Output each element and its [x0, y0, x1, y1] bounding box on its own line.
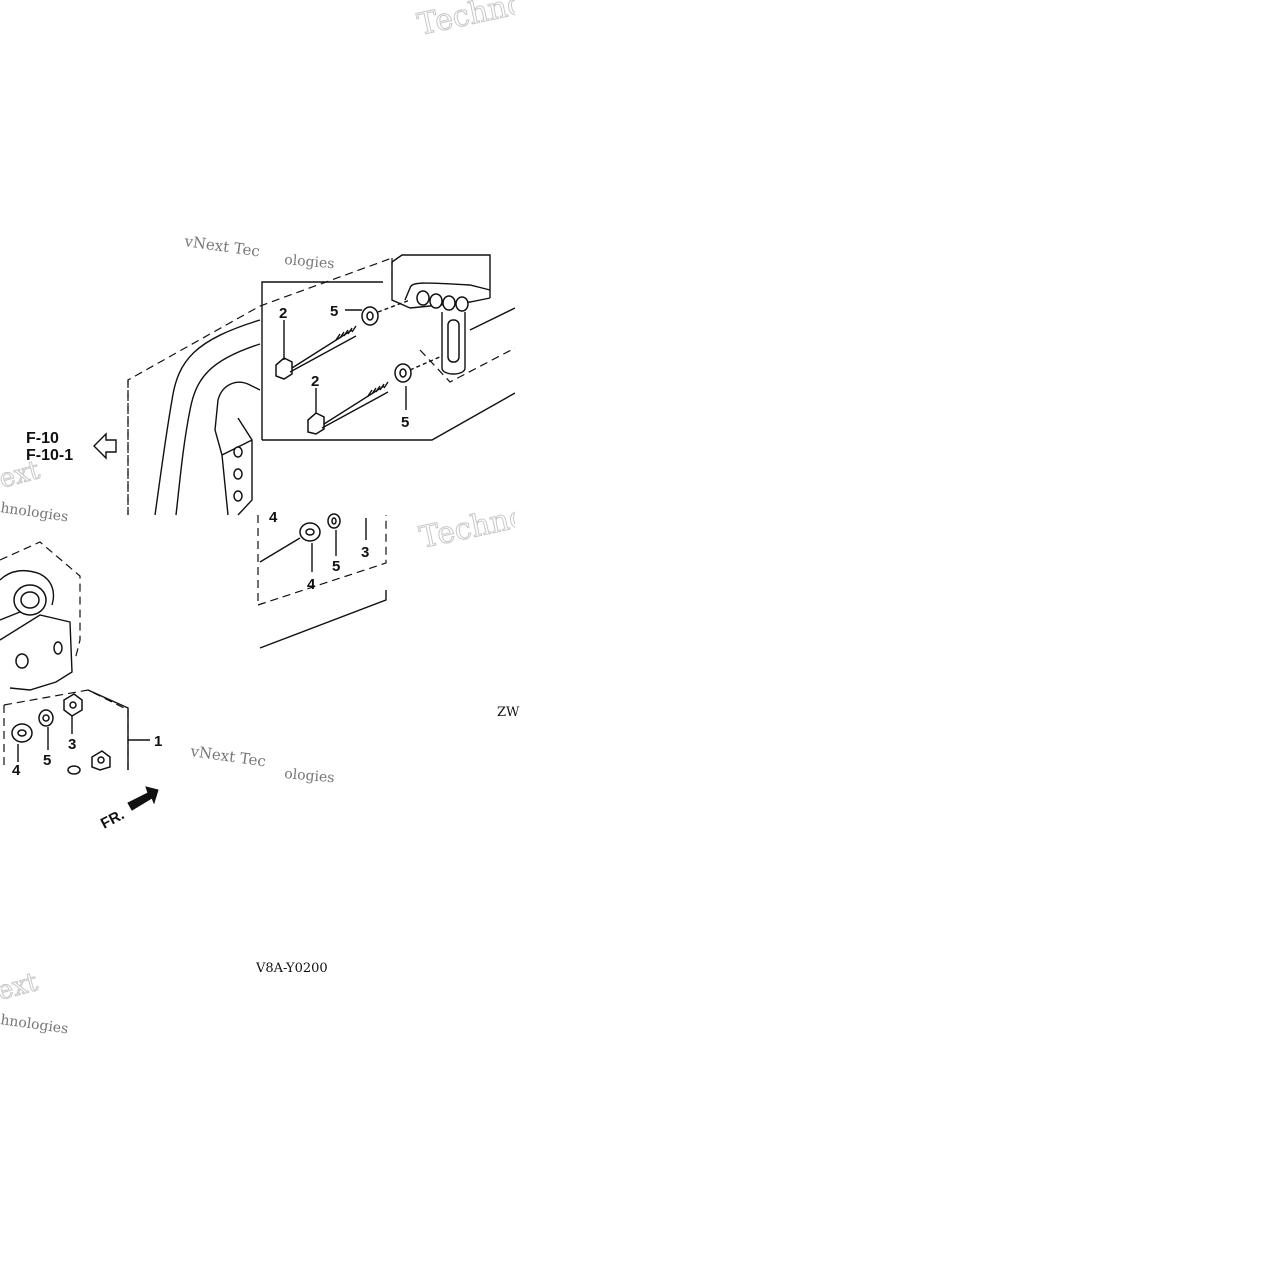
watermark-text: Techno: [416, 499, 530, 556]
swivel-case: [391, 254, 516, 383]
drawing-code-bottom: V8A-Y0200: [255, 961, 328, 976]
drawing-code-right: ZW: [497, 705, 520, 720]
part-number: 5: [401, 414, 409, 431]
watermark-text: ologies: [284, 766, 335, 786]
watermark-layer: Techno vNext Tec ologies ext hnologies T…: [0, 0, 531, 1037]
part-number: 5: [43, 752, 51, 769]
part-number: 5: [332, 558, 340, 575]
lower-hardware-middle: [259, 513, 387, 649]
reference-label-sub: F-10-1: [26, 447, 73, 464]
part-number: 4: [307, 576, 316, 593]
watermark-text: hnologies: [0, 1012, 69, 1037]
bolt-lower: [307, 355, 443, 435]
watermark-text: vNext Tec: [188, 742, 267, 771]
watermark-text: ext: [0, 967, 41, 1007]
watermark-text: hnologies: [0, 500, 69, 525]
watermark-text: vNext Tec: [182, 232, 261, 261]
watermark-text: ologies: [284, 252, 335, 272]
front-direction-arrow: FR.: [98, 786, 159, 833]
lower-left-bracket: [0, 541, 81, 691]
part-number: 1: [154, 733, 162, 750]
part-number: 3: [361, 544, 369, 561]
crop-mask: [515, 0, 1285, 1285]
part-number: 3: [68, 736, 76, 753]
part-number: 2: [279, 305, 287, 322]
upper-parts-box: [261, 281, 516, 441]
direction-label: FR.: [98, 806, 127, 832]
lower-parts-box: [3, 689, 150, 775]
part-number: 5: [330, 303, 338, 320]
reference-label-main: F-10: [26, 430, 59, 447]
part-callouts: 2 5 2 5 4 3 5 4 3 1 5 4: [12, 303, 409, 779]
bolt-upper: [275, 299, 411, 380]
leader-lines-upper: [283, 309, 407, 414]
part-number: 2: [311, 373, 319, 390]
part-number: 4: [12, 762, 21, 779]
reference-arrow: F-10 F-10-1: [26, 430, 117, 464]
part-number: 4: [269, 509, 278, 526]
bracket-body: [154, 319, 261, 516]
